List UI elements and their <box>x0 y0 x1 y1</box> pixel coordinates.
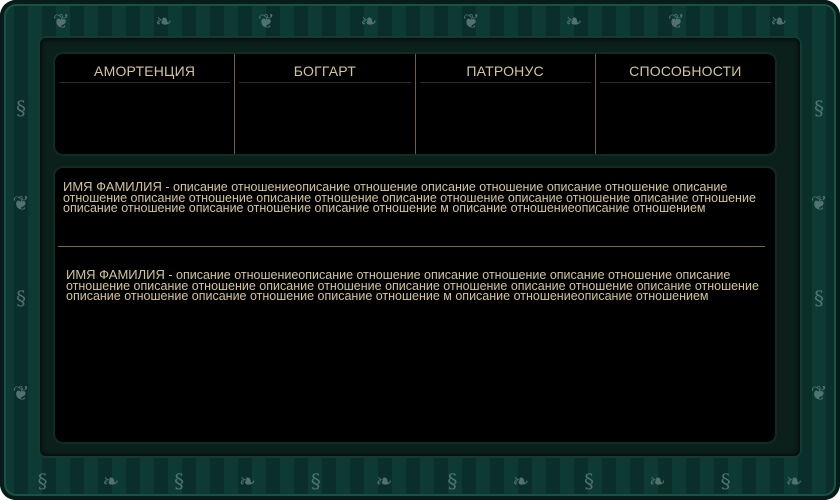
trait-heading: АМОРТЕНЦИЯ <box>59 60 231 83</box>
relationship-description: описание отношениеописание отношение опи… <box>66 268 759 303</box>
serpent-ornament-icon: § <box>720 469 731 493</box>
relationship-separator: - <box>161 180 173 194</box>
top-ornament-band: ❦ ❧ ❦ ❧ ❦ ❧ ❦ ❧ <box>10 6 830 36</box>
serpent-ornament-icon: § <box>37 469 48 493</box>
trait-column-boggart: БОГГАРТ <box>234 54 414 154</box>
trait-heading: СПОСОБНОСТИ <box>599 60 771 83</box>
serpent-ornament-icon: ❦ <box>810 380 828 405</box>
relationship-entry: ИМЯ ФАМИЛИЯ - описание отношениеописание… <box>66 267 767 303</box>
relationship-name: ИМЯ ФАМИЛИЯ <box>63 179 162 194</box>
serpent-ornament-icon: ❦ <box>257 9 275 33</box>
trait-column-patronus: ПАТРОНУС <box>414 54 595 154</box>
trait-heading: ПАТРОНУС <box>419 60 591 83</box>
trait-heading: БОГГАРТ <box>239 60 411 83</box>
relationships-panel: ИМЯ ФАМИЛИЯ - описание отношениеописание… <box>55 168 775 442</box>
serpent-ornament-icon: ❧ <box>375 469 393 493</box>
relationship-entry: ИМЯ ФАМИЛИЯ - описание отношениеописание… <box>63 179 767 215</box>
right-ornament-column: § ❦ § ❦ <box>804 60 834 440</box>
serpent-ornament-icon: ❧ <box>102 469 120 493</box>
serpent-ornament-icon: § <box>174 469 185 493</box>
serpent-ornament-icon: § <box>447 469 458 493</box>
serpent-ornament-icon: ❧ <box>155 9 173 33</box>
serpent-ornament-icon: § <box>16 285 26 310</box>
serpent-ornament-icon: ❦ <box>667 9 685 33</box>
serpent-ornament-icon: § <box>814 285 824 310</box>
serpent-ornament-icon: ❦ <box>52 9 70 33</box>
relationship-divider <box>58 246 765 247</box>
serpent-ornament-icon: § <box>814 95 824 120</box>
serpent-ornament-icon: ❧ <box>770 9 788 33</box>
bottom-ornament-band: § ❧ § ❧ § ❧ § ❧ § ❧ § ❧ <box>10 466 830 496</box>
serpent-ornament-icon: ❧ <box>648 469 666 493</box>
serpent-ornament-icon: ❧ <box>512 469 530 493</box>
serpent-ornament-icon: ❦ <box>12 380 30 405</box>
relationship-separator: - <box>164 268 176 282</box>
serpent-ornament-icon: § <box>584 469 595 493</box>
serpent-ornament-icon: ❦ <box>12 190 30 215</box>
serpent-ornament-icon: ❧ <box>239 469 256 493</box>
serpent-ornament-icon: ❦ <box>462 9 480 33</box>
serpent-ornament-icon: ❦ <box>810 190 828 215</box>
serpent-ornament-icon: § <box>16 95 26 120</box>
serpent-ornament-icon: ❧ <box>785 469 803 493</box>
trait-column-abilities: СПОСОБНОСТИ <box>594 54 775 154</box>
left-ornament-column: § ❦ § ❦ <box>6 60 36 440</box>
trait-column-amortentia: АМОРТЕНЦИЯ <box>55 54 234 154</box>
relationship-name: ИМЯ ФАМИЛИЯ <box>66 267 165 282</box>
serpent-ornament-icon: ❧ <box>360 9 378 33</box>
serpent-ornament-icon: § <box>310 469 321 493</box>
relationship-description: описание отношениеописание отношение опи… <box>63 180 756 215</box>
character-traits-panel: АМОРТЕНЦИЯ БОГГАРТ ПАТРОНУС СПОСОБНОСТИ <box>55 54 775 154</box>
serpent-ornament-icon: ❧ <box>565 9 583 33</box>
